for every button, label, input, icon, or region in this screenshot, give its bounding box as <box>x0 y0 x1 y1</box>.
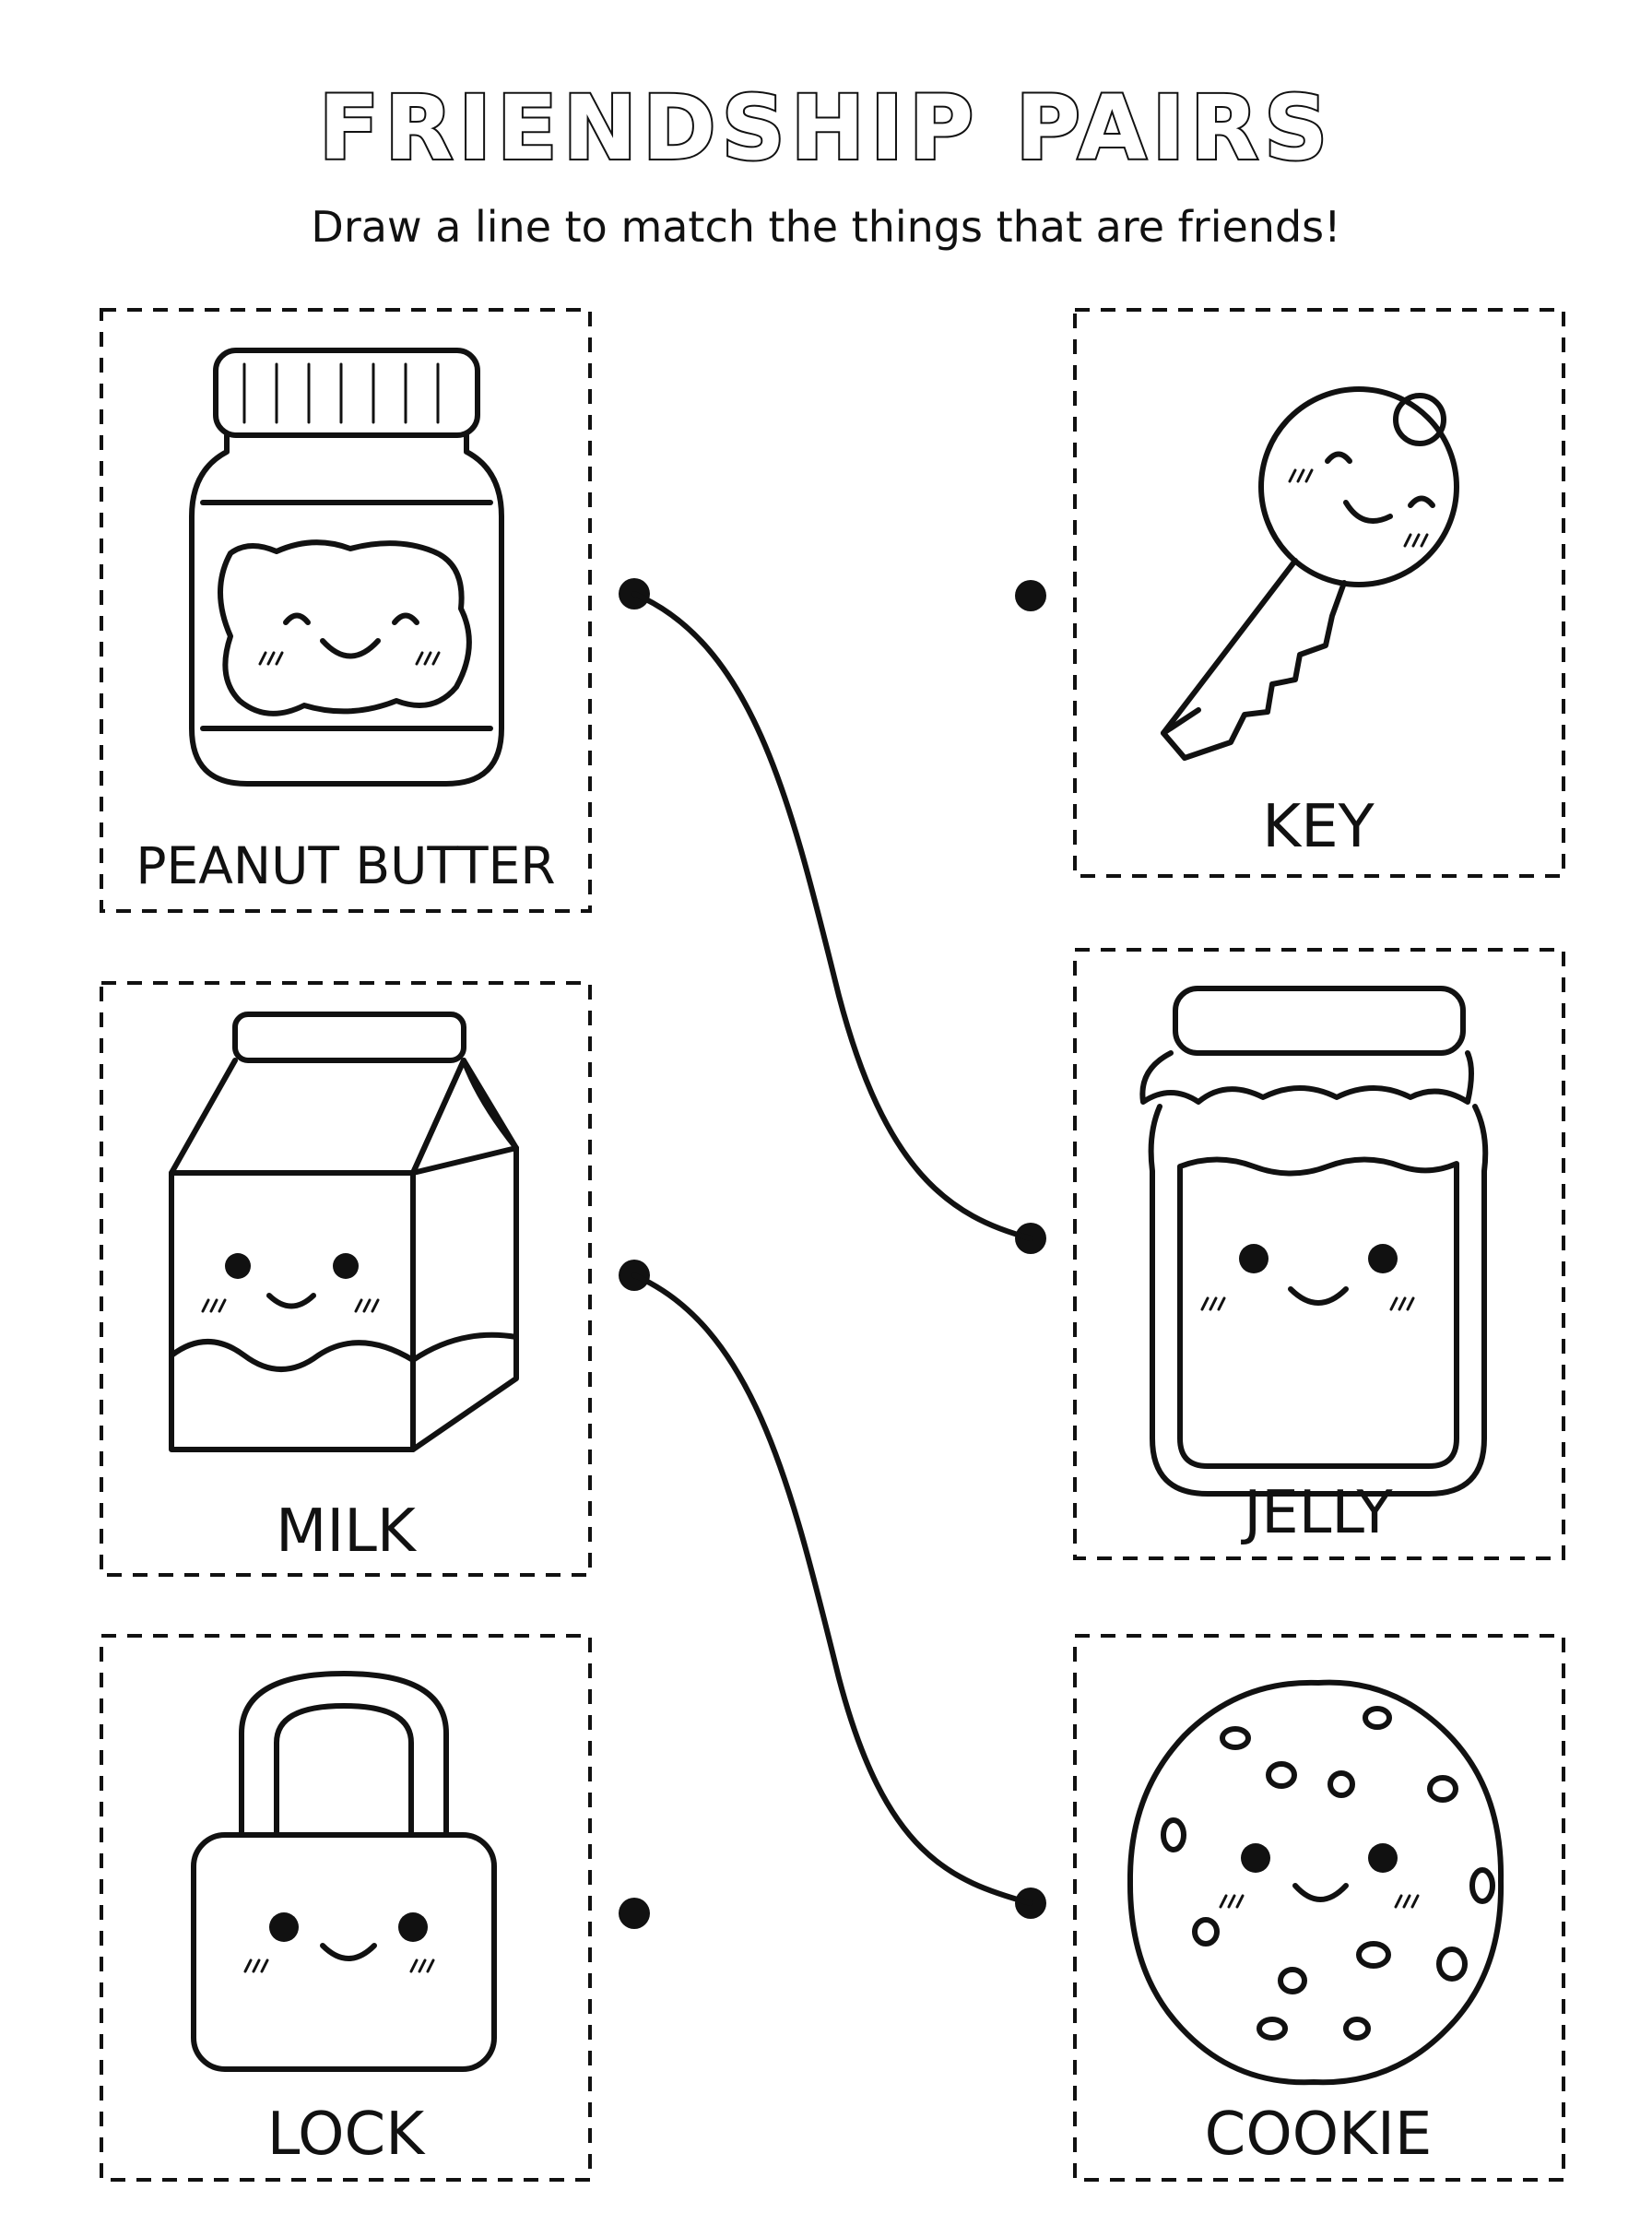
card-label-peanut-butter: PEANUT BUTTER <box>136 836 555 895</box>
card-border <box>100 1634 592 2182</box>
key-icon <box>1161 386 1459 761</box>
worksheet-instructions: Draw a line to match the things that are… <box>311 202 1340 252</box>
jelly-jar-icon <box>1139 986 1489 1497</box>
card-label-key: KEY <box>1262 793 1375 861</box>
peanut-butter-jar-icon <box>189 348 504 787</box>
match-dot-lock[interactable] <box>619 1898 650 1929</box>
card-border <box>1073 948 1565 1560</box>
card-label-jelly: JELLY <box>1240 1479 1393 1547</box>
card-border <box>1073 308 1565 878</box>
card-label-cookie: COOKIE <box>1205 2101 1433 2169</box>
card-border <box>100 981 592 1577</box>
card-border <box>1073 1634 1565 2182</box>
padlock-icon <box>191 1671 497 2072</box>
card-key: KEY <box>1015 308 1565 878</box>
worksheet-title: FRIENDSHIP PAIRS <box>319 77 1333 180</box>
cookie-icon <box>1127 1679 1504 2086</box>
card-label-lock: LOCK <box>267 2101 426 2169</box>
match-dot-key[interactable] <box>1015 580 1046 611</box>
milk-carton-icon <box>169 1012 519 1452</box>
card-border <box>100 308 592 913</box>
match-line-milk-cookie <box>631 1272 1033 1906</box>
card-jelly: JELLY <box>1015 948 1565 1560</box>
card-milk: MILK <box>100 981 650 1577</box>
card-label-milk: MILK <box>276 1497 418 1566</box>
card-peanut-butter: PEANUT BUTTER <box>100 308 650 913</box>
card-cookie: COOKIE <box>1015 1634 1565 2182</box>
match-line-peanut-butter-jelly <box>631 591 1033 1241</box>
card-lock: LOCK <box>100 1634 650 2182</box>
